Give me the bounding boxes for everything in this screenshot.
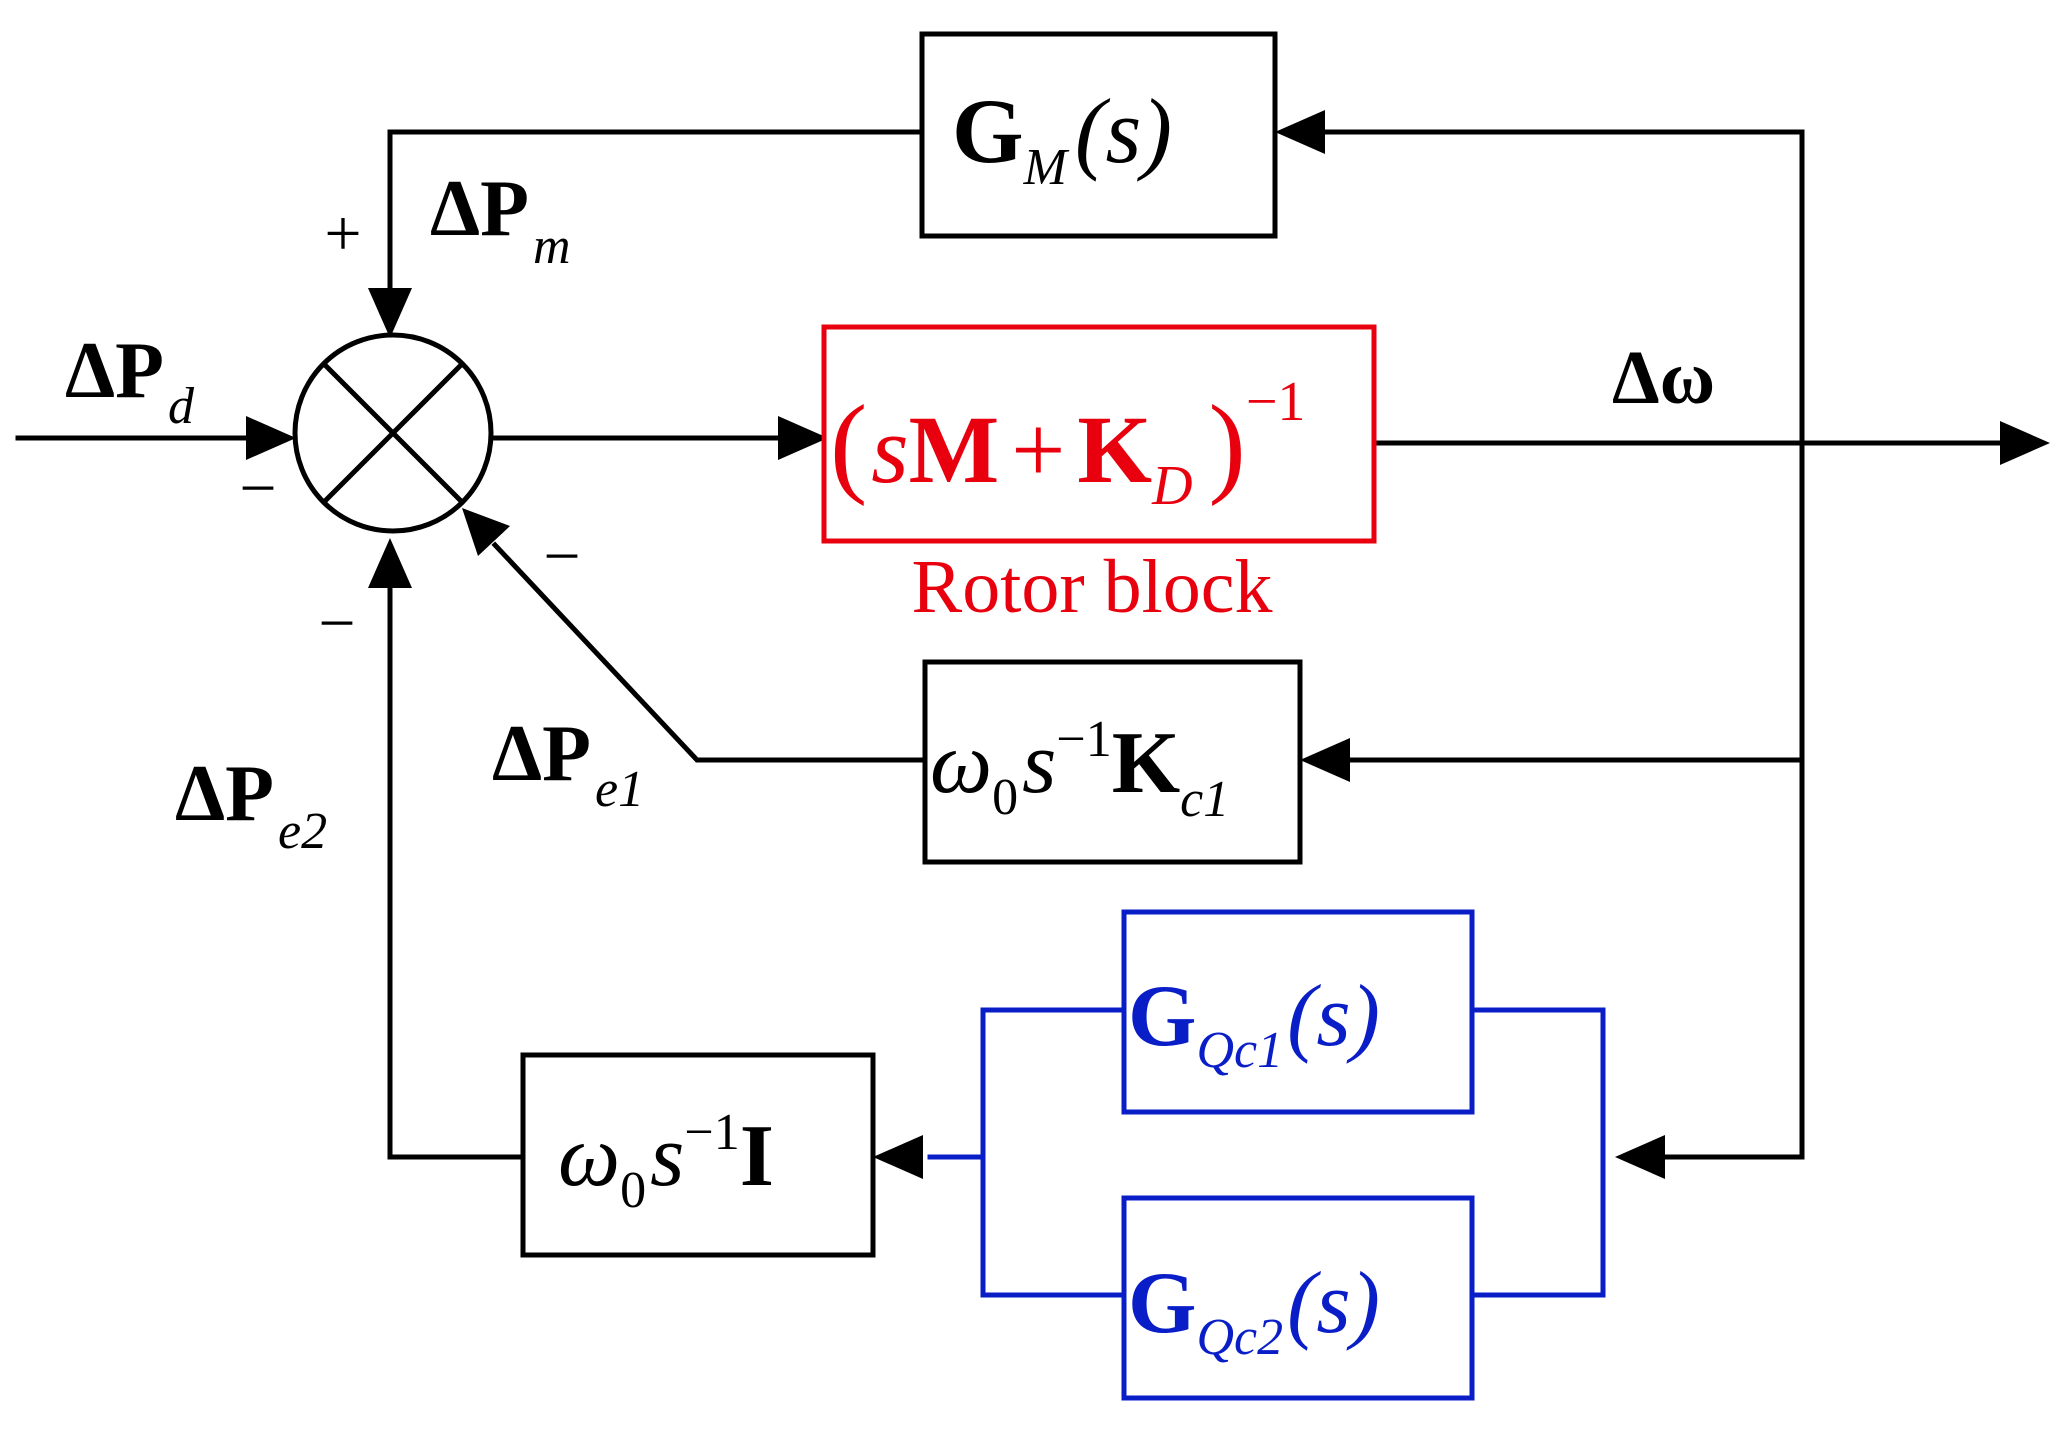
integ-i-text: I [740, 1108, 774, 1205]
blue-wires [927, 1007, 1606, 1298]
arrow-into-integrator [873, 1135, 923, 1179]
kc1-k-text: K [1112, 715, 1180, 812]
kc1-s-text: s [1022, 715, 1056, 812]
sign-pm-plus: + [324, 197, 361, 270]
gm-main-text: G [952, 80, 1024, 182]
gqc1-sub-text: Qc1 [1196, 1022, 1283, 1079]
gm-sub-text: M [1023, 139, 1070, 196]
arrow-pm-into-sum [368, 288, 412, 338]
rotor-sup-text: −1 [1246, 371, 1306, 433]
arrow-pe2-into-sum [368, 538, 412, 588]
signal-label-pe1: ΔPe1 [492, 710, 644, 818]
arrow-pe1-into-sum [462, 508, 510, 556]
rotor-s-text: s [871, 396, 908, 503]
svg-text:GM(s): GM(s) [952, 80, 1172, 196]
arrow-into-comp [1615, 1135, 1665, 1179]
rotor-m-text: M [909, 396, 1000, 503]
svg-text:GQc2(s): GQc2(s) [1128, 1255, 1380, 1366]
gqc2-main-text: G [1128, 1255, 1196, 1352]
gqc1-main-text: G [1128, 968, 1196, 1065]
gqc1-arg-text: (s) [1287, 968, 1380, 1065]
rotor-plus-text: + [1011, 396, 1065, 503]
kc1-block: ω0s−1Kc1 [922, 659, 1303, 865]
gqc2-sub-text: Qc2 [1196, 1309, 1283, 1366]
gqc1-block: GQc1(s) [1121, 909, 1475, 1115]
sign-pe1-minus: − [543, 520, 580, 593]
svg-text:GQc1(s): GQc1(s) [1128, 968, 1380, 1079]
sign-pe2-minus: − [318, 587, 355, 660]
kc1-omega-text: ω [930, 715, 992, 812]
svg-text:(sM+KD)−1: (sM+KD)−1 [830, 371, 1305, 517]
arrow-into-rotor [778, 416, 828, 460]
integ-omega-sub: 0 [620, 1162, 646, 1219]
integrator-block: ω0s−1I [520, 1052, 876, 1258]
arrow-into-kc1 [1300, 738, 1350, 782]
kc1-s-sup: −1 [1056, 711, 1111, 768]
integ-s-text: s [650, 1108, 684, 1205]
rotor-caption: Rotor block [912, 545, 1273, 629]
arrow-omega-output [2000, 421, 2050, 465]
rotor-rparen-text: ) [1209, 383, 1246, 507]
rotor-block: (sM+KD)−1 Rotor block [821, 324, 1377, 629]
integ-s-sup: −1 [684, 1104, 739, 1161]
pe2-feedback-line [387, 572, 526, 1160]
rotor-lparen-text: ( [830, 383, 867, 507]
kc1-omega-sub: 0 [992, 769, 1018, 826]
svg-text:ω0s−1Kc1: ω0s−1Kc1 [930, 711, 1229, 828]
gqc2-arg-text: (s) [1287, 1255, 1380, 1352]
arrowheads [246, 110, 2050, 1179]
signal-label-omega: Δω [1612, 336, 1715, 420]
black-wires [15, 129, 2003, 1160]
comp-right-rail [1469, 1007, 1606, 1298]
signal-label-pd: ΔPd [65, 327, 195, 435]
arrow-pd-into-sum [246, 416, 296, 460]
sign-pd-minus: − [239, 452, 276, 525]
svg-text:ω0s−1I: ω0s−1I [558, 1104, 774, 1219]
rotor-k-text: K [1077, 396, 1152, 503]
rotor-d-text: D [1151, 455, 1192, 517]
integ-omega-text: ω [558, 1108, 620, 1205]
arrow-into-gm [1275, 110, 1325, 154]
pm-feedback-line [387, 129, 923, 303]
summing-junction [292, 332, 494, 534]
gm-arg-text: (s) [1075, 80, 1172, 182]
signal-label-pe2: ΔPe2 [175, 750, 327, 860]
kc1-k-sub: c1 [1180, 771, 1229, 828]
signal-label-pm: ΔPm [430, 165, 571, 275]
gm-block: GM(s) [919, 31, 1278, 239]
comp-left-rail [980, 1007, 1127, 1298]
gqc2-block: GQc2(s) [1121, 1195, 1475, 1401]
pe1-feedback-line [491, 541, 928, 763]
